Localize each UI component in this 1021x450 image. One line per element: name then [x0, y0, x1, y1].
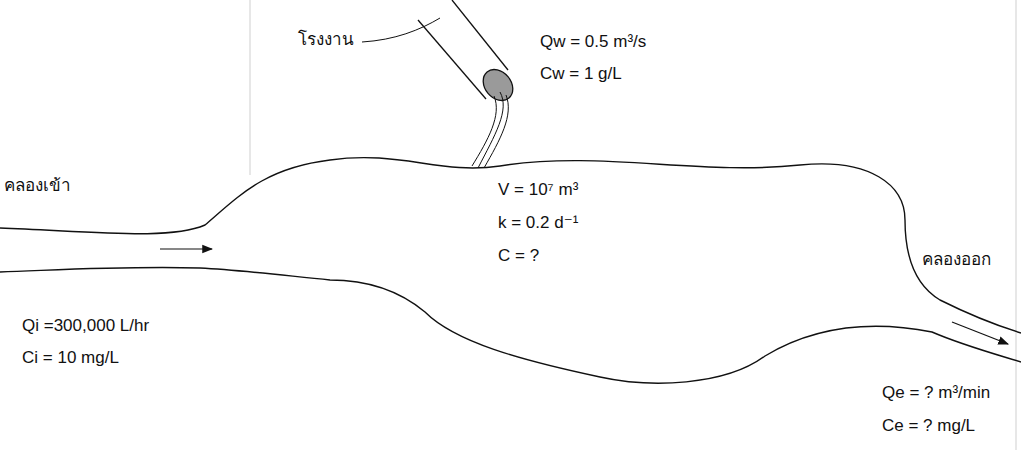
annotation-label: คลองออก — [922, 250, 991, 270]
page-rule — [250, 0, 251, 175]
pipe-wall — [418, 20, 486, 99]
water-outline — [0, 158, 1021, 384]
annotation-label: โรงงาน — [298, 30, 354, 50]
pipe-wall — [452, 0, 508, 70]
lake-parameter: V = 10⁷ m³ — [498, 180, 578, 200]
annotation-label: Qi =300,000 L/hr — [22, 316, 149, 336]
leader-line — [362, 18, 440, 42]
annotation-label: Ci = 10 mg/L — [22, 348, 119, 368]
annotation-label: คลองเข้า — [4, 176, 71, 196]
page-rule — [1016, 0, 1017, 450]
annotation-label: Qe = ? m³/min — [882, 383, 990, 403]
lake: V = 10⁷ m³ k = 0.2 d⁻¹ C = ? — [205, 145, 925, 390]
lake-parameter: C = ? — [498, 246, 539, 266]
flow-arrow — [160, 248, 212, 249]
lake-parameter: k = 0.2 d⁻¹ — [498, 213, 578, 233]
annotation-label: Qw = 0.5 m³/s — [540, 32, 646, 52]
discharge-stream — [472, 96, 496, 166]
pipe-outlet — [477, 64, 519, 107]
annotation-label: Cw = 1 g/L — [540, 64, 622, 84]
annotation-label: Ce = ? mg/L — [882, 416, 975, 436]
